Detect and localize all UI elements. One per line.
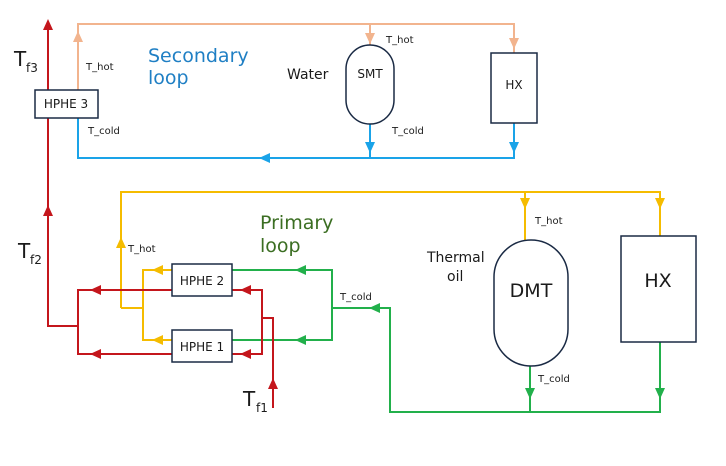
secondary-fluid-label: Water xyxy=(287,67,329,83)
arrow-cold-left xyxy=(259,153,270,163)
tf3-sub: f3 xyxy=(26,61,38,75)
primary-fluid-label-2: oil xyxy=(447,269,463,285)
arrow-fuel-tf3-up xyxy=(43,19,53,30)
primary-loop-title-1: Primary xyxy=(260,212,333,234)
dmt-tank: DMT xyxy=(493,239,569,367)
tf2-label: T f2 xyxy=(17,239,42,267)
primary-cold-arrows xyxy=(295,265,665,399)
arrow-cold-hx-down xyxy=(655,388,665,399)
tf1-main: T xyxy=(242,387,256,411)
t-hot-hphe3: T_hot xyxy=(85,62,114,73)
hx-bottom-unit: HX xyxy=(620,235,697,343)
arrow-cold-dmt-down xyxy=(525,388,535,399)
arrow-fuel-out-hphe2 xyxy=(90,285,101,295)
dmt-label: DMT xyxy=(510,280,553,302)
arrow-cold-to-hphe2 xyxy=(295,265,306,275)
arrow-hot-into-hphe1 xyxy=(152,335,163,345)
hx-top-unit: HX xyxy=(490,52,538,124)
t-cold-smt: T_cold xyxy=(391,126,424,137)
arrow-hot-to-smt xyxy=(365,33,375,44)
arrow-fuel-into-hphe2 xyxy=(240,285,251,295)
dmt-shape xyxy=(493,239,569,367)
primary-loop-title-2: loop xyxy=(260,235,301,257)
secondary-loop-title-2: loop xyxy=(148,67,189,89)
arrow-hot-dmt-down xyxy=(520,198,530,209)
t-cold-hphe3: T_cold xyxy=(87,126,120,137)
arrow-fuel-out-hphe1 xyxy=(90,349,101,359)
secondary-cold-line xyxy=(77,118,515,159)
tf2-main: T xyxy=(17,239,31,263)
arrow-fuel-tf1-up xyxy=(268,378,278,389)
t-cold-primary: T_cold xyxy=(339,292,372,303)
t-hot-smt: T_hot xyxy=(385,35,414,46)
hphe2-box xyxy=(171,263,233,297)
primary-fluid-label-1: Thermal xyxy=(426,250,485,266)
hx-top-label: HX xyxy=(505,78,522,92)
tf3-label: T f3 xyxy=(13,47,38,75)
t-hot-dmt: T_hot xyxy=(534,216,563,227)
secondary-hot-arrows xyxy=(73,31,519,49)
hphe1-unit: HPHE 1 xyxy=(171,329,233,363)
hphe1-box xyxy=(171,329,233,363)
hx-bottom-box xyxy=(620,235,697,343)
smt-tank: SMT xyxy=(345,44,395,125)
arrow-cold-to-hphe1 xyxy=(295,335,306,345)
arrow-hot-up xyxy=(116,237,126,248)
arrow-cold-return-left xyxy=(369,303,380,313)
hx-top-box xyxy=(490,52,538,124)
tf1-label: T f1 xyxy=(242,387,268,415)
tf1-sub: f1 xyxy=(256,401,268,415)
arrow-cold-hx-down xyxy=(509,142,519,153)
hphe2-label: HPHE 2 xyxy=(180,274,224,288)
secondary-loop-title-1: Secondary xyxy=(148,45,249,67)
tf3-main: T xyxy=(13,47,27,71)
hphe3-label: HPHE 3 xyxy=(44,97,88,111)
hphe1-label: HPHE 1 xyxy=(180,340,224,354)
secondary-cold-arrows xyxy=(259,142,519,163)
hphe2-unit: HPHE 2 xyxy=(171,263,233,297)
smt-shape xyxy=(345,44,395,125)
arrow-fuel-into-hphe1 xyxy=(240,349,251,359)
tf2-sub: f2 xyxy=(30,253,42,267)
fuel-arrows xyxy=(43,19,278,389)
primary-cold-line xyxy=(232,269,661,413)
smt-label: SMT xyxy=(357,67,383,81)
arrow-hot-to-hx-top xyxy=(509,38,519,49)
primary-hot-arrows xyxy=(116,198,665,345)
hphe3-box xyxy=(34,89,99,119)
arrow-hot-into-hphe2 xyxy=(152,265,163,275)
arrow-cold-smt-down xyxy=(365,142,375,153)
hphe3-unit: HPHE 3 xyxy=(34,89,99,119)
t-cold-dmt: T_cold xyxy=(537,374,570,385)
arrow-hot-to-hphe3-top xyxy=(73,31,83,42)
t-hot-primary: T_hot xyxy=(127,244,156,255)
arrow-hot-hx-down xyxy=(655,198,665,209)
arrow-fuel-tf2-up xyxy=(43,205,53,216)
hx-bottom-label: HX xyxy=(644,270,671,292)
